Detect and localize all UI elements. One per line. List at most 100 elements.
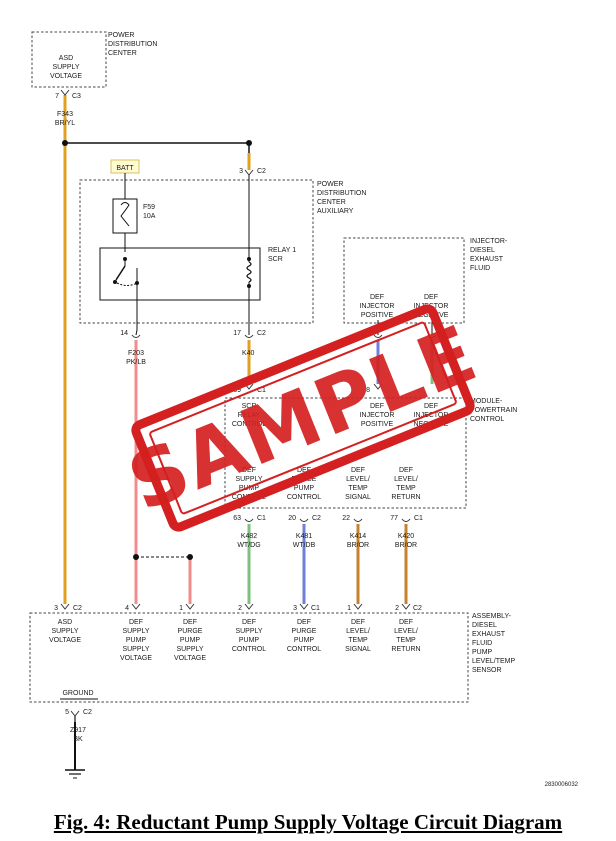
svg-text:10A: 10A [143,213,156,220]
svg-text:SCR: SCR [268,256,283,263]
svg-text:DEF: DEF [297,619,311,626]
splice-dot [62,140,68,146]
figure-caption: Fig. 4: Reductant Pump Supply Voltage Ci… [53,810,563,834]
svg-text:SUPPLY: SUPPLY [235,476,262,483]
svg-text:7: 7 [55,93,59,100]
svg-text:ASD: ASD [59,55,73,62]
svg-text:VOLTAGE: VOLTAGE [174,655,206,662]
svg-text:PUMP: PUMP [239,485,260,492]
svg-text:SENSOR: SENSOR [472,667,502,674]
svg-text:EXHAUST: EXHAUST [470,256,504,263]
svg-text:DEF: DEF [242,619,256,626]
svg-text:VOLTAGE: VOLTAGE [49,637,81,644]
svg-text:SUPPLY: SUPPLY [122,646,149,653]
svg-text:C1: C1 [311,605,320,612]
svg-text:K420: K420 [398,533,414,540]
svg-text:C1: C1 [257,387,266,394]
svg-text:AUXILIARY: AUXILIARY [317,208,354,215]
svg-text:BR/OR: BR/OR [395,542,417,549]
svg-text:CENTER: CENTER [108,50,137,57]
splice-dot [246,140,252,146]
svg-text:PUMP: PUMP [294,485,315,492]
svg-text:3: 3 [239,168,243,175]
svg-text:LEVEL/TEMP: LEVEL/TEMP [472,658,516,665]
svg-text:TEMP: TEMP [348,637,368,644]
fuse-box [112,198,138,234]
svg-text:BR/YL: BR/YL [55,120,75,127]
connector-v [244,518,254,522]
svg-text:1: 1 [179,605,183,612]
svg-text:POWER: POWER [108,32,134,39]
connector-v [244,603,254,610]
svg-text:CONTROL: CONTROL [287,646,321,653]
ground-label: GROUND [62,690,93,697]
svg-text:20: 20 [288,515,296,522]
svg-text:DEF: DEF [183,619,197,626]
connector-v [131,334,141,338]
svg-text:RELAY: RELAY [238,412,261,419]
svg-text:C2: C2 [257,330,266,337]
svg-text:VOLTAGE: VOLTAGE [50,73,82,80]
svg-text:LEVEL/: LEVEL/ [394,476,418,483]
relay-switch [115,265,126,281]
svg-text:PURGE: PURGE [178,628,203,635]
svg-text:DEF: DEF [424,403,438,410]
svg-text:SUPPLY: SUPPLY [122,628,149,635]
svg-text:ASD: ASD [58,619,72,626]
svg-text:BK: BK [73,736,83,743]
svg-text:K482: K482 [241,533,257,540]
svg-text:2: 2 [395,605,399,612]
connector-v [244,169,254,176]
connector-v [401,603,411,610]
svg-text:POWER: POWER [317,181,343,188]
splice-dot [133,554,139,560]
pdc-aux-box [79,179,314,324]
svg-text:SIGNAL: SIGNAL [345,494,371,501]
svg-text:C2: C2 [257,168,266,175]
svg-text:RELAY 1: RELAY 1 [268,247,296,254]
circuit-diagram: .dash { fill:none; stroke:#444; stroke-w… [29,31,579,788]
injector-box [343,237,465,324]
svg-text:VOLTAGE: VOLTAGE [120,655,152,662]
svg-text:TEMP: TEMP [396,637,416,644]
svg-text:Z917: Z917 [70,727,86,734]
svg-text:MODULE-: MODULE- [470,398,503,405]
assembly-box [29,612,469,703]
svg-text:ASSEMBLY-: ASSEMBLY- [472,613,512,620]
svg-text:DEF: DEF [399,619,413,626]
svg-text:RETURN: RETURN [391,494,420,501]
connector-v [60,89,70,96]
svg-text:4: 4 [125,605,129,612]
svg-text:SIGNAL: SIGNAL [345,646,371,653]
svg-text:8: 8 [366,387,370,394]
connector-v [353,518,363,522]
svg-text:14: 14 [120,330,128,337]
connector-v [299,603,309,610]
svg-text:DISTRIBUTION: DISTRIBUTION [317,190,366,197]
svg-text:EXHAUST: EXHAUST [472,631,506,638]
svg-text:WT/DG: WT/DG [237,542,260,549]
connector-v [401,518,411,522]
svg-text:DEF: DEF [242,467,256,474]
connector-v [70,710,80,717]
svg-text:5: 5 [65,709,69,716]
svg-text:PK/LB: PK/LB [126,359,146,366]
svg-text:DEF: DEF [370,294,384,301]
connector-v [244,334,254,338]
svg-text:PUMP: PUMP [180,637,201,644]
pdc-asd-box [31,31,107,88]
batt-label: BATT [116,165,134,172]
splice-dot [187,554,193,560]
svg-text:3: 3 [293,605,297,612]
svg-text:K414: K414 [350,533,366,540]
svg-text:C1: C1 [414,515,423,522]
svg-text:DEF: DEF [351,619,365,626]
svg-text:2: 2 [238,605,242,612]
svg-text:SUPPLY: SUPPLY [51,628,78,635]
figure-id: 2830006032 [545,782,579,788]
svg-text:PUMP: PUMP [126,637,147,644]
connector-v [131,603,141,610]
svg-text:1: 1 [347,605,351,612]
svg-text:INJECTOR-: INJECTOR- [470,238,508,245]
svg-text:PUMP: PUMP [294,637,315,644]
